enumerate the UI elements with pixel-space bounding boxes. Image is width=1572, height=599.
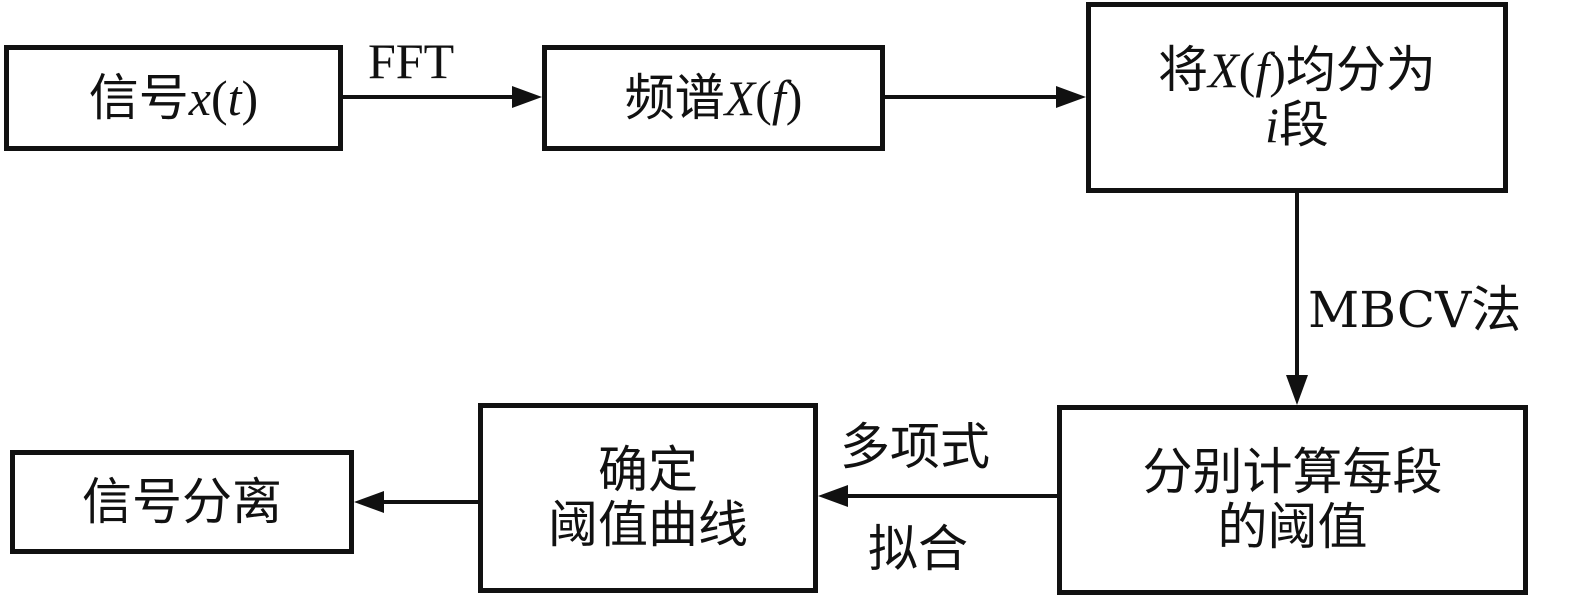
node-divide-open-paren: ( [1238,41,1256,98]
node-spectrum-label: 频谱X(f) [624,68,803,127]
node-divide-arg: f [1255,41,1270,98]
node-threshold-curve-line2: 阈值曲线 [548,496,748,554]
node-signal-prefix: 信号 [88,68,189,127]
edge-label-fit-line1: 多项式 [840,418,990,476]
node-spectrum-var: X [724,69,756,126]
node-divide-line1: 将X(f)均分为 [1158,40,1436,99]
node-spectrum-prefix: 频谱 [624,68,725,127]
node-spectrum: 频谱X(f) [542,45,885,151]
node-divide-segment-suffix: 段 [1278,95,1329,154]
edge-label-fit-line2: 拟合 [868,520,968,578]
node-spectrum-open-paren: ( [755,69,772,126]
node-divide-close-paren: ) [1269,41,1286,98]
node-signal: 信号x(t) [4,45,343,151]
node-signal-var: x [188,69,211,126]
node-divide: 将X(f)均分为 i段 [1086,2,1508,193]
node-per-segment-line1: 分别计算每段 [1142,443,1443,501]
node-signal-open-paren: ( [210,69,228,126]
node-signal-separation-label: 信号分离 [82,472,282,531]
arrowhead-signal-to-spectrum [512,86,542,108]
node-threshold-curve-line1: 确定 [598,441,698,499]
node-signal-arg: t [227,69,242,126]
arrowhead-per-segment-to-threshold-curve [818,485,848,507]
node-divide-segment-var: i [1265,96,1279,153]
node-signal-close-paren: ) [241,69,259,126]
node-per-segment-line2: 的阈值 [1217,498,1368,556]
arrowhead-spectrum-to-divide [1056,86,1086,108]
node-divide-var: X [1208,41,1239,98]
edge-label-mbcv: MBCV法 [1308,281,1522,339]
node-divide-prefix: 将 [1158,40,1209,99]
node-signal-separation: 信号分离 [10,450,354,554]
node-divide-line2: i段 [1265,95,1329,154]
edge-label-fft: FFT [368,33,455,89]
node-spectrum-arg: f [771,69,786,126]
node-threshold-curve: 确定 阈值曲线 [478,403,818,593]
node-divide-suffix: 均分为 [1285,40,1436,99]
arrowhead-threshold-curve-to-separation [354,491,384,513]
arrowhead-divide-to-per-segment [1286,375,1308,405]
node-per-segment-threshold: 分别计算每段 的阈值 [1057,405,1528,595]
node-spectrum-close-paren: ) [785,69,803,126]
node-signal-label: 信号x(t) [88,68,259,127]
